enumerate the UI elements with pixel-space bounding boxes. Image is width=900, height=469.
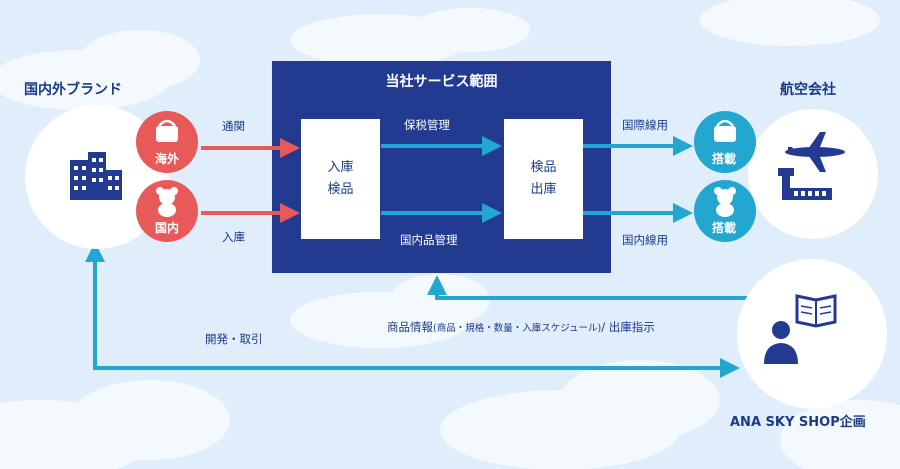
- customs-label: 通関: [222, 119, 245, 133]
- load-label-1: 搭載: [712, 152, 737, 166]
- overseas-label: 海外: [155, 152, 180, 166]
- bag-icon: [714, 119, 736, 142]
- info-feedback-arrow: [427, 275, 750, 300]
- airline-title: 航空会社: [780, 82, 836, 98]
- box-left-line2: 検品: [327, 182, 354, 197]
- load-label-2: 搭載: [712, 221, 737, 235]
- planner-circle: [737, 259, 887, 409]
- airport-tower-icon: [778, 168, 832, 200]
- service-title: 当社サービス範囲: [385, 74, 498, 90]
- arrival-label: 入庫: [222, 230, 245, 244]
- box-right-line2: 出庫: [530, 182, 557, 197]
- building-icon: [70, 152, 122, 200]
- dev-trade-line: [93, 258, 722, 370]
- info-detail: (商品・規格・数量・入庫スケジュール): [433, 323, 602, 334]
- info-tail: / 出庫指示: [601, 320, 655, 334]
- info-main: 商品情報: [387, 320, 433, 334]
- dom-use-label: 国内線用: [622, 233, 668, 247]
- dev-trade-label: 開発・取引: [205, 332, 263, 346]
- intl-use-label: 国際線用: [622, 118, 668, 132]
- person-icon: [764, 321, 798, 364]
- box-left-line1: 入庫: [327, 160, 354, 175]
- box-right-line1: 検品: [530, 160, 557, 175]
- brand-title: 国内外ブランド: [24, 82, 122, 98]
- teddy-bear-icon: [714, 187, 736, 217]
- airplane-icon: [785, 132, 845, 172]
- info-label: 商品情報(商品・規格・数量・入庫スケジュール)/ 出庫指示: [387, 316, 655, 335]
- bonded-label: 保税管理: [404, 118, 450, 132]
- bag-icon: [156, 119, 178, 142]
- planner-title: ANA SKY SHOP企画: [730, 415, 866, 430]
- book-icon: [795, 294, 837, 328]
- inspect-ship-box: [504, 119, 583, 239]
- domestic-goods-label: 国内品管理: [400, 233, 458, 247]
- airline-circle: [748, 109, 878, 239]
- domestic-label: 国内: [155, 221, 180, 235]
- teddy-bear-icon: [156, 187, 178, 217]
- receive-inspect-box: [301, 119, 380, 239]
